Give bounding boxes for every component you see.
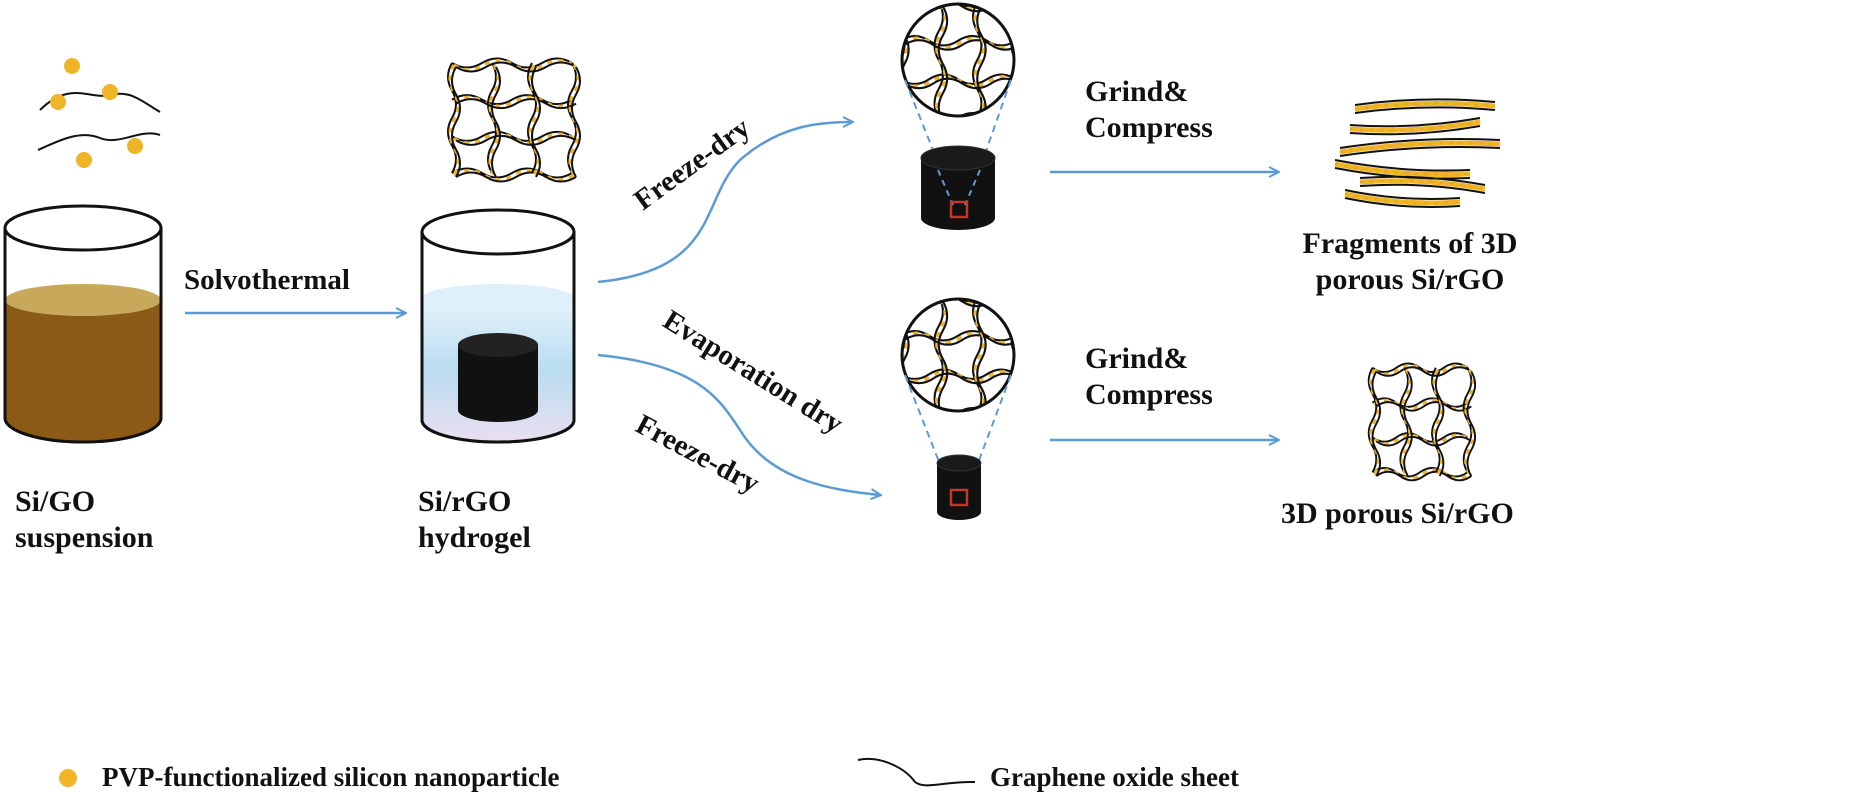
- legend-sheet-icon: [857, 757, 976, 787]
- fragments-caption: Fragments of 3D porous Si/rGO: [1302, 227, 1518, 296]
- suspension-beaker-icon: [3, 204, 163, 444]
- grind-compress-bottom-label: Grind& Compress: [1085, 342, 1213, 411]
- hydrogel-network-icon: [447, 57, 581, 183]
- top-zoom-box: [949, 200, 969, 219]
- evaporation-freeze-dry-arrow: [597, 353, 880, 495]
- top-cylinder-monolith-icon: [920, 145, 996, 230]
- legend-particle-label: PVP-functionalized silicon nanoparticle: [102, 762, 560, 792]
- legend-sheet-label: Graphene oxide sheet: [990, 762, 1239, 792]
- bottom-zoom-box: [949, 488, 969, 507]
- solvothermal-label: Solvothermal: [184, 264, 350, 296]
- hydrogel-beaker-icon: [420, 208, 576, 444]
- hydrogel-caption: Si/rGO hydrogel: [418, 485, 531, 554]
- porous-network-result-icon: [1367, 362, 1477, 482]
- suspension-caption: Si/GO suspension: [15, 485, 154, 554]
- fragment-sheets-icon: [1334, 98, 1501, 208]
- freeze-dry-top-arrow: [597, 122, 852, 284]
- suspension-liquid: [5, 300, 161, 442]
- hydrogel-monolith-icon: [458, 333, 538, 357]
- legend-particle-icon: [59, 769, 77, 787]
- porous-caption: 3D porous Si/rGO: [1281, 497, 1514, 530]
- bottom-cylinder-monolith-icon: [936, 454, 982, 520]
- grind-compress-top-label: Grind& Compress: [1085, 75, 1213, 144]
- suspension-components-icon: [37, 58, 161, 168]
